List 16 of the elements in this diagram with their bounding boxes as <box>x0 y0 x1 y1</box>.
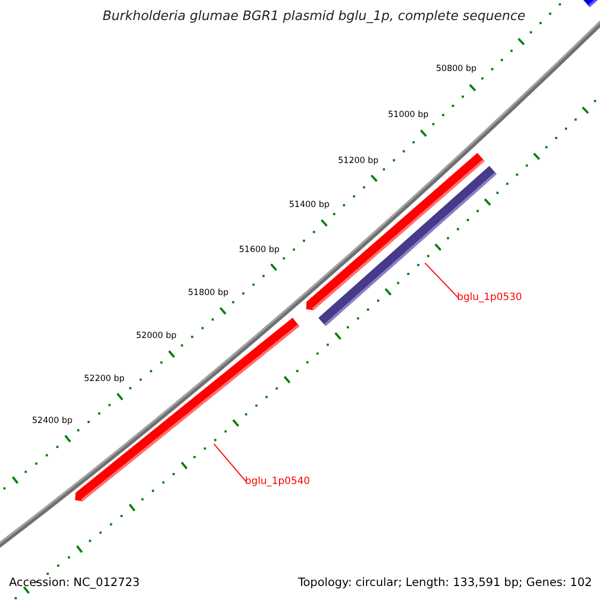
tick-label: 51000 bp <box>388 110 429 120</box>
tick-label: 52000 bp <box>136 331 177 341</box>
map-title: Burkholderia glumae BGR1 plasmid bglu_1p, complete sequence <box>102 9 526 24</box>
footer-text: Topology: circular; Length: 133,591 bp; Genes: 102 <box>298 575 592 589</box>
tick-label: 51600 bp <box>239 245 280 255</box>
leader-line <box>424 262 458 298</box>
gene-label: bglu_1p0530 <box>457 292 522 303</box>
tick-label: 51200 bp <box>338 156 379 166</box>
tick-label: 51800 bp <box>188 288 229 298</box>
gene-bar <box>582 0 600 8</box>
leader-line <box>214 444 246 482</box>
tick-label: 50800 bp <box>436 64 477 74</box>
footer-text: Accession: NC_012723 <box>9 575 140 589</box>
gene-label: bglu_1p0540 <box>245 476 310 487</box>
tick-label: 52200 bp <box>84 374 125 384</box>
tick-label: 51400 bp <box>289 200 330 210</box>
